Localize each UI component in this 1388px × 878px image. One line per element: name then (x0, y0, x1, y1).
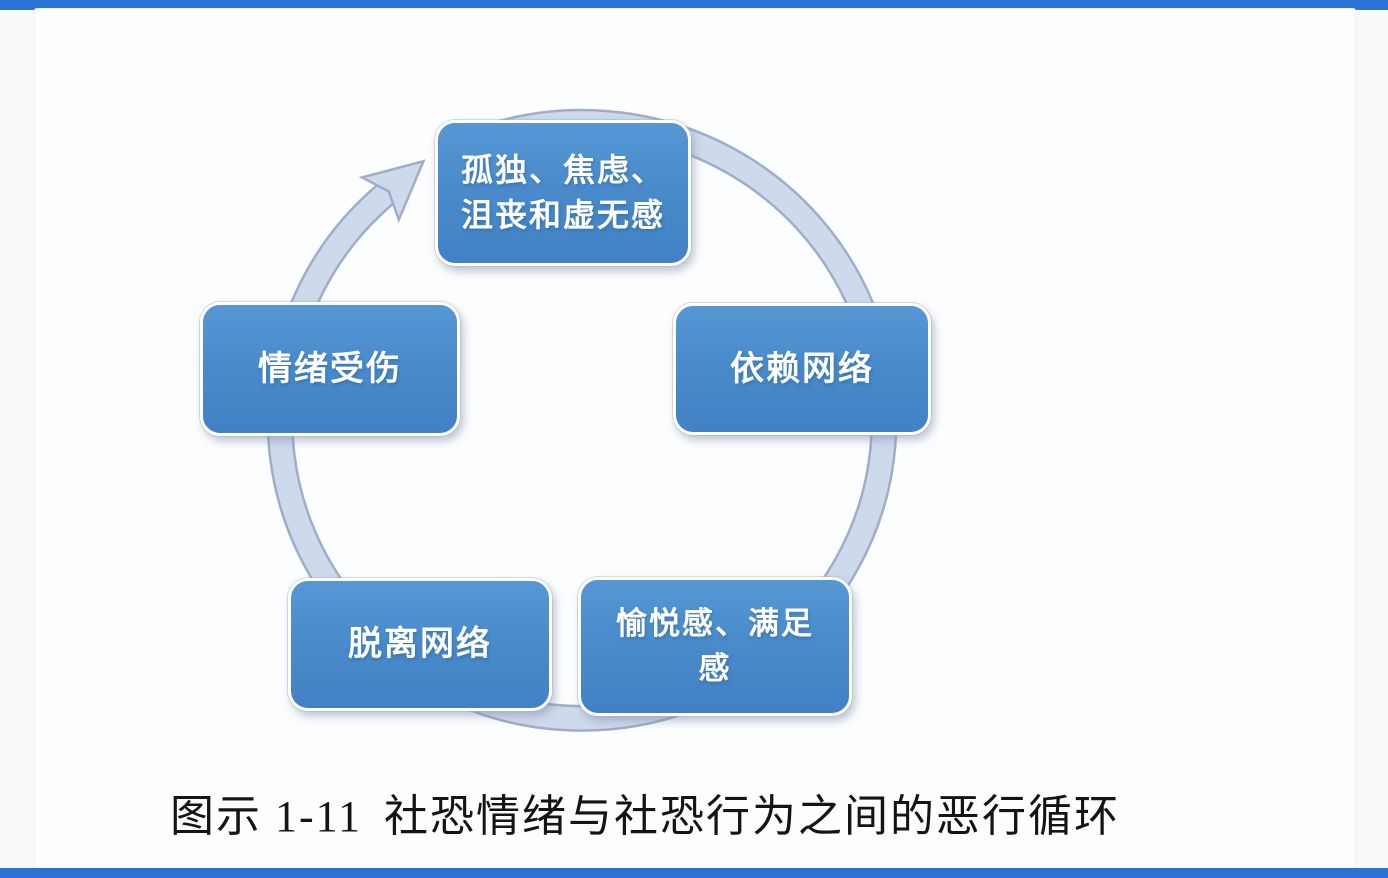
figure-caption: 图示 1-11 社恐情绪与社恐行为之间的恶行循环 (170, 780, 1120, 844)
node-label: 情绪受伤 (258, 349, 402, 388)
node-label: 愉悦感、满足 (616, 606, 814, 642)
figure-caption-text: 社恐情绪与社恐行为之间的恶行循环 (384, 792, 1121, 841)
figure-caption-number: 图示 1-11 (170, 792, 363, 841)
node-disconnect-network: 脱离网络 (288, 578, 552, 711)
node-pleasure-satisfaction: 愉悦感、满足 感 (578, 577, 852, 716)
node-label: 脱离网络 (348, 625, 492, 664)
node-rely-on-network: 依赖网络 (673, 303, 931, 435)
node-label: 依赖网络 (730, 349, 874, 388)
bottom-border-bar (0, 868, 1388, 878)
node-label: 孤独、焦虑、 (460, 151, 665, 188)
node-emotional-hurt: 情绪受伤 (200, 302, 460, 436)
node-label: 感 (698, 650, 732, 686)
node-label: 沮丧和虚无感 (460, 197, 665, 233)
top-border-bar (0, 0, 1388, 10)
cycle-arrowhead (358, 159, 426, 224)
node-loneliness-anxiety: 孤独、焦虑、 沮丧和虚无感 (435, 120, 691, 266)
